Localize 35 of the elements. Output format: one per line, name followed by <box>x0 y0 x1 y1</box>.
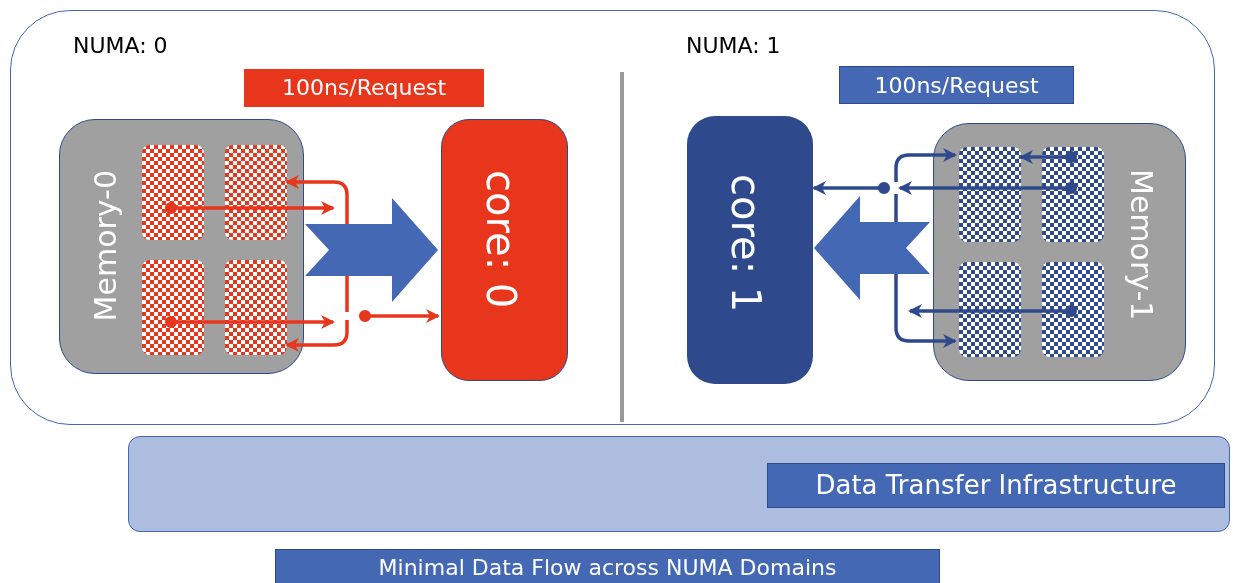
latency-tag: 100ns/Request <box>244 69 484 107</box>
numa-panel <box>10 10 1215 425</box>
arrow <box>812 181 890 195</box>
chevron-arrow <box>814 196 930 300</box>
caption-banner: Minimal Data Flow across NUMA Domains <box>275 549 940 583</box>
core-label: core: 0 <box>478 170 524 309</box>
memory-label: Memory-0 <box>88 170 123 322</box>
arrow <box>165 201 335 215</box>
arrow <box>898 181 1077 195</box>
core-label: core: 1 <box>723 174 769 313</box>
chevron-arrow <box>305 198 438 302</box>
cpu-core <box>441 119 568 381</box>
arrow <box>894 148 957 182</box>
arrow <box>359 309 440 323</box>
memory-label: Memory-1 <box>1124 169 1159 321</box>
memory-chip <box>225 145 287 240</box>
memory-chip <box>959 262 1021 357</box>
infrastructure-band <box>128 436 1230 532</box>
cpu-core <box>687 116 813 384</box>
arrow <box>285 320 349 352</box>
memory-module <box>59 119 304 374</box>
arrow <box>1019 150 1077 164</box>
latency-tag: 100ns/Request <box>839 66 1074 104</box>
memory-chip <box>959 147 1021 242</box>
arrow <box>165 315 335 329</box>
arrow <box>908 304 1077 318</box>
memory-chip <box>1042 147 1104 242</box>
domain-heading: NUMA: 0 <box>73 33 168 58</box>
memory-chip <box>1042 262 1104 357</box>
memory-chip <box>142 260 204 355</box>
infrastructure-label: Data Transfer Infrastructure <box>767 463 1225 508</box>
memory-module <box>933 123 1186 381</box>
memory-chip <box>225 260 287 355</box>
memory-chip <box>142 145 204 240</box>
domain-heading: NUMA: 1 <box>686 33 781 58</box>
